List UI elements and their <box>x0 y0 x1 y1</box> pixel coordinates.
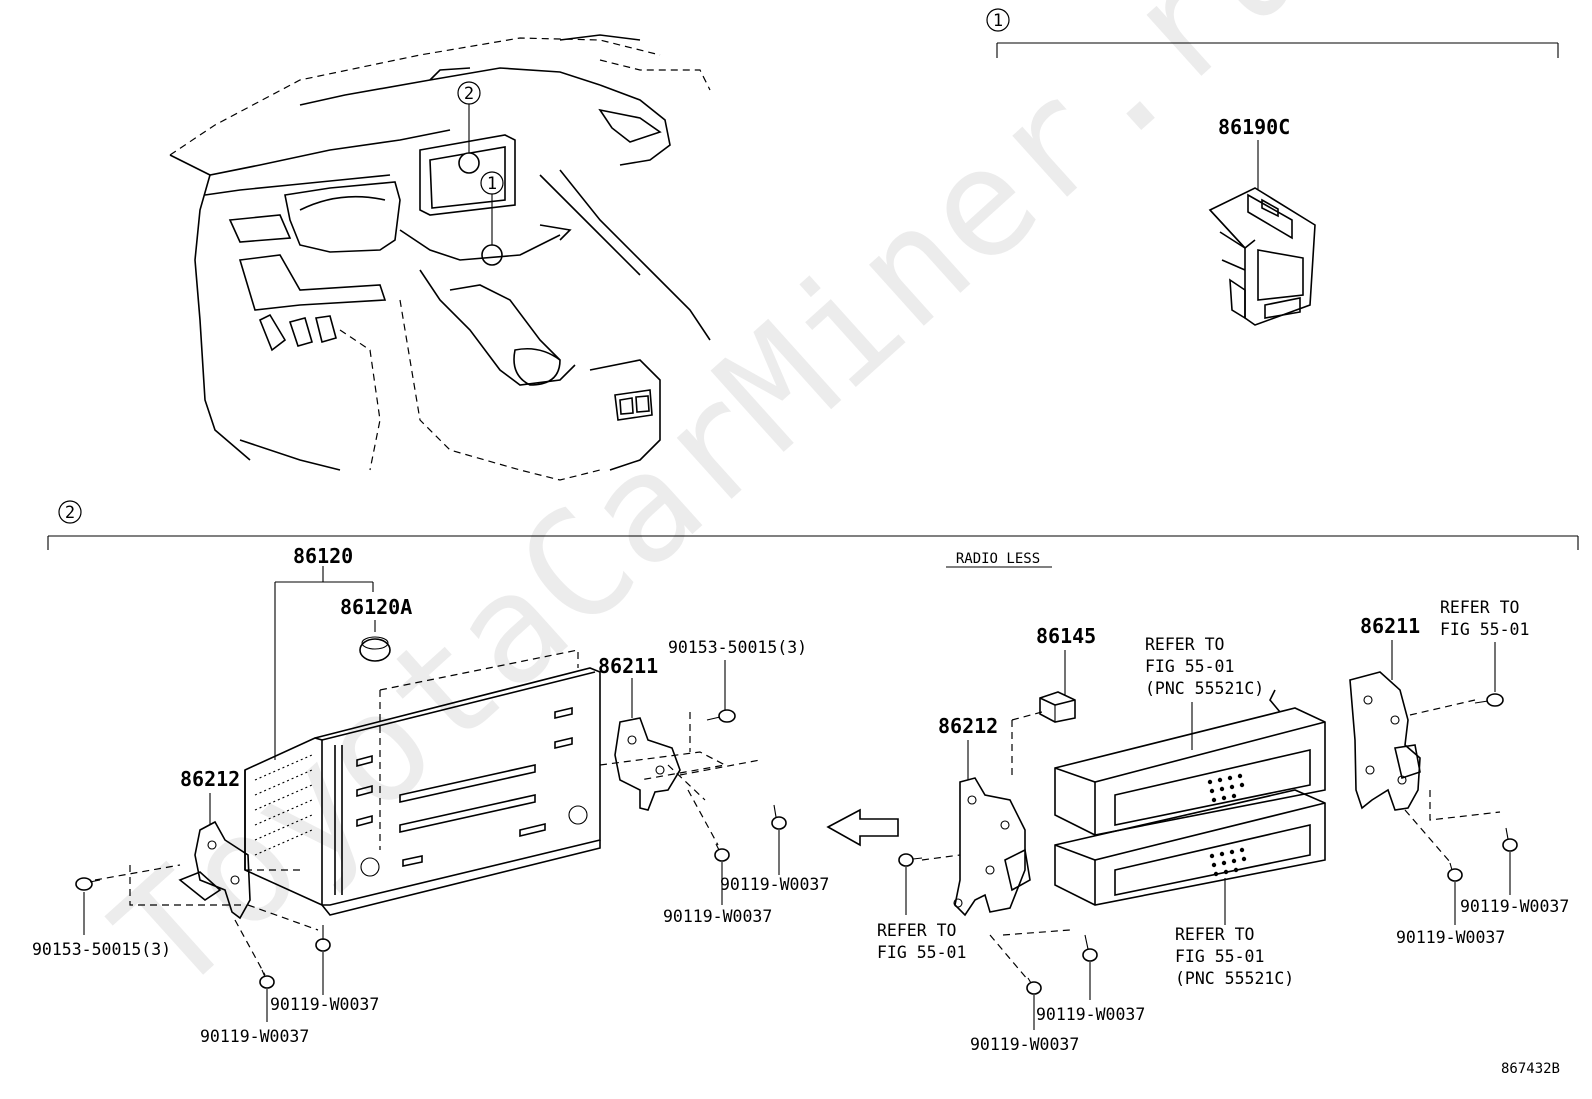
part-label-90119-f: 90119-W0037 <box>970 1035 1079 1054</box>
part-label-90119-d: 90119-W0037 <box>720 875 829 894</box>
dashboard-illustration: 2 1 <box>169 34 711 481</box>
bracket-86212-right-drawing <box>953 777 1031 917</box>
part-label-90119-e: 90119-W0037 <box>1036 1005 1145 1024</box>
bolt-90119-h <box>1447 862 1463 882</box>
screen-location-marker <box>458 152 480 174</box>
part-label-90119-g: 90119-W0037 <box>1460 897 1569 916</box>
part-label-86190c: 86190C <box>1218 115 1290 139</box>
part-label-90119-c: 90119-W0037 <box>663 907 772 926</box>
bolt-90153-top <box>706 709 736 723</box>
refer-right-line-1: REFER TO <box>1440 598 1519 617</box>
diagram-code: 867432B <box>1501 1061 1560 1077</box>
refer-top-line-1: REFER TO <box>1145 635 1224 654</box>
part-label-86211-left: 86211 <box>598 654 658 678</box>
bolt-90119-e <box>1082 934 1098 962</box>
section-2: 2 RADIO LESS 86120 86120A <box>32 500 1579 1054</box>
part-label-90153-left: 90153-50015(3) <box>32 940 171 959</box>
refer-bottom-line-1: REFER TO <box>1175 925 1254 944</box>
switch-location-marker <box>481 244 503 266</box>
bolt-90119-c <box>714 843 730 862</box>
bolt-refer-right <box>1474 693 1504 707</box>
bracket-86211-left-drawing <box>614 717 681 811</box>
section-2-marker: 2 <box>65 503 75 523</box>
bolt-refer-left <box>898 853 923 867</box>
part-label-90119-b: 90119-W0037 <box>200 1027 309 1046</box>
bolt-90119-a <box>315 925 331 952</box>
part-label-86212-right: 86212 <box>938 714 998 738</box>
refer-bottom-line-3: (PNC 55521C) <box>1175 969 1294 988</box>
section-1-marker: 1 <box>993 11 1003 31</box>
bracket-86212-left-drawing <box>178 820 251 920</box>
part-label-90119-h: 90119-W0037 <box>1396 928 1505 947</box>
bracket-86211-right-drawing <box>1349 671 1421 811</box>
part-label-86120a: 86120A <box>340 595 412 619</box>
part-label-86145: 86145 <box>1036 624 1096 648</box>
refer-bottom-line-2: FIG 55-01 <box>1175 947 1264 966</box>
bolt-90119-d <box>771 804 787 830</box>
refer-left-line-2: FIG 55-01 <box>877 943 966 962</box>
radio-less-label: RADIO LESS <box>956 551 1040 567</box>
audio-unit-86120-drawing <box>244 667 601 916</box>
part-label-86211-right: 86211 <box>1360 614 1420 638</box>
part-86145-drawing <box>1039 691 1076 723</box>
part-label-86212-left: 86212 <box>180 767 240 791</box>
cover-panels-drawing <box>1054 689 1326 906</box>
refer-right-line-2: FIG 55-01 <box>1440 620 1529 639</box>
switch-86190c-drawing <box>1208 187 1316 326</box>
knob-86120a <box>359 638 391 662</box>
bolt-90153-left <box>75 877 101 891</box>
bolt-90119-g <box>1502 827 1518 852</box>
part-label-90153-top: 90153-50015(3) <box>668 638 807 657</box>
part-label-86120: 86120 <box>293 544 353 568</box>
refer-left-line-1: REFER TO <box>877 921 956 940</box>
refer-top-line-2: FIG 55-01 <box>1145 657 1234 676</box>
direction-arrow <box>826 808 899 847</box>
bolt-90119-f <box>1026 977 1042 995</box>
refer-top-line-3: (PNC 55521C) <box>1145 679 1264 698</box>
part-label-90119-a: 90119-W0037 <box>270 995 379 1014</box>
dashboard-callout-1: 1 <box>487 174 497 194</box>
section-1: 1 86190C <box>986 8 1559 326</box>
dashboard-callout-2: 2 <box>464 84 474 104</box>
bolt-90119-b <box>259 969 275 989</box>
watermark-text: ToyotaCarMiner.ru <box>83 0 1340 1027</box>
